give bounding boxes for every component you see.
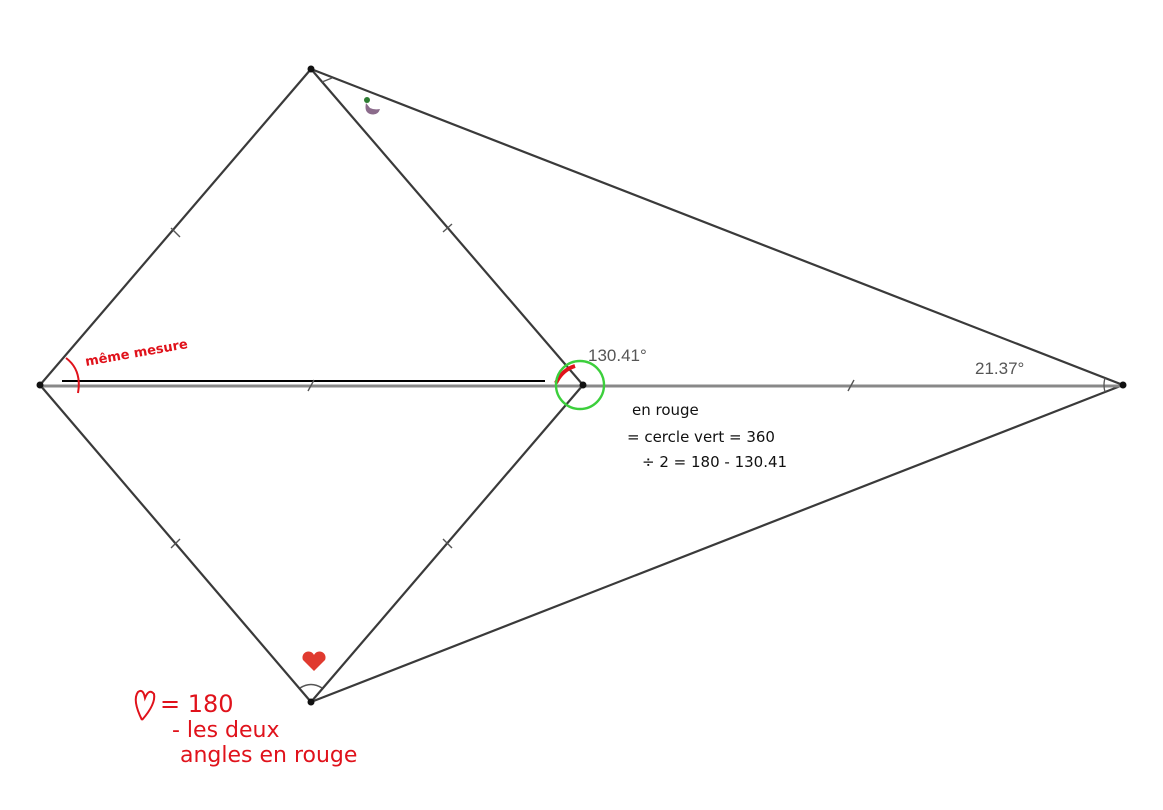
note-division: ÷ 2 = 180 - 130.41 bbox=[642, 453, 787, 471]
duck-emoji-icon bbox=[364, 97, 380, 115]
vertex-bottom bbox=[307, 698, 315, 706]
equal-tick bbox=[170, 538, 181, 549]
equal-tick bbox=[847, 379, 855, 392]
note-heart-line3: angles en rouge bbox=[180, 743, 357, 768]
equal-tick bbox=[307, 379, 315, 392]
angle-center-label: 130.41° bbox=[588, 346, 647, 365]
red-angle-arc-left bbox=[65, 357, 80, 394]
vertex-top bbox=[307, 65, 315, 73]
equal-tick bbox=[442, 538, 453, 549]
angle-arc-top bbox=[321, 77, 333, 83]
vertex-center bbox=[579, 381, 587, 389]
equal-tick bbox=[442, 223, 453, 233]
angle-arc-right bbox=[1103, 377, 1106, 393]
angle-right-label: 21.37° bbox=[975, 359, 1024, 378]
equal-tick bbox=[170, 227, 181, 238]
segment-top-right bbox=[310, 67, 1124, 387]
segment-left-top bbox=[39, 68, 312, 386]
vertex-right bbox=[1119, 381, 1127, 389]
segment-bottom-right bbox=[310, 383, 1124, 704]
green-circle bbox=[554, 359, 606, 411]
note-cercle-vert: = cercle vert = 360 bbox=[627, 428, 775, 446]
heart-emoji-icon bbox=[302, 651, 326, 671]
note-meme-mesure: même mesure bbox=[84, 337, 189, 370]
segment-top-center bbox=[310, 68, 584, 386]
note-heart-line2: - les deux bbox=[172, 718, 280, 743]
angle-arc-bottom bbox=[299, 683, 323, 689]
vertex-left bbox=[36, 381, 44, 389]
note-heart-eq: = 180 bbox=[160, 690, 234, 718]
note-en-rouge: en rouge bbox=[632, 401, 699, 419]
hand-drawn-heart-icon bbox=[134, 689, 156, 721]
